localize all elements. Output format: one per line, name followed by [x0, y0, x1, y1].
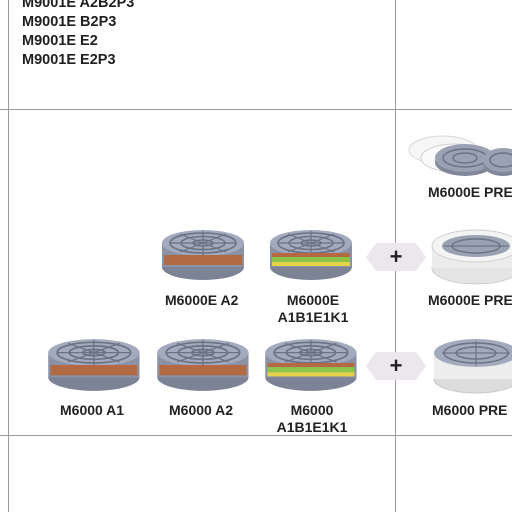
- prefilter-label-standard: M6000 PRE: [432, 402, 508, 418]
- grid-line-horizontal-top: [0, 109, 512, 110]
- label-line: M6000E: [286, 292, 340, 308]
- grid-line-horizontal-bottom: [0, 435, 512, 436]
- filter-cartridge-icon: [156, 338, 250, 392]
- prefilter-disc-icon: [431, 229, 512, 285]
- prefilter-disc-icon: [408, 135, 512, 176]
- label-line: A1B1E1K1: [277, 309, 349, 325]
- filter-cartridge-icon: [269, 229, 353, 281]
- label-line: M6000: [290, 402, 334, 418]
- plus-icon: +: [366, 243, 426, 271]
- filter-cartridge-icon: [161, 229, 245, 281]
- model-list: M9001E A2B2P3 M9001E B2P3 M9001E E2 M900…: [22, 0, 134, 70]
- grid-line-vertical-left: [8, 0, 9, 512]
- cartridge-label-m6000-a1: M6000 A1: [60, 402, 125, 418]
- model-item: M9001E E2: [22, 33, 98, 49]
- cartridge-label-m6000-a2: M6000 A2: [169, 402, 234, 418]
- model-item: M9001E A2B2P3: [22, 0, 135, 11]
- cartridge-label-m6000-multi: M6000 A1B1E1K1: [271, 402, 353, 436]
- prefilter-label-e-2: M6000E PRE: [428, 292, 512, 308]
- prefilter-disc-icon: [433, 339, 512, 394]
- prefilter-label-e: M6000E PRE: [428, 184, 512, 200]
- model-item: M9001E E2P3: [22, 52, 116, 68]
- filter-cartridge-icon: [47, 338, 141, 392]
- cartridge-label-m6000e-multi: M6000E A1B1E1K1: [272, 292, 354, 326]
- model-item: M9001E B2P3: [22, 14, 117, 30]
- cartridge-label-m6000e-a2: M6000E A2: [165, 292, 239, 308]
- label-line: A1B1E1K1: [276, 419, 348, 435]
- plus-icon: +: [366, 352, 426, 380]
- filter-cartridge-icon: [264, 338, 358, 392]
